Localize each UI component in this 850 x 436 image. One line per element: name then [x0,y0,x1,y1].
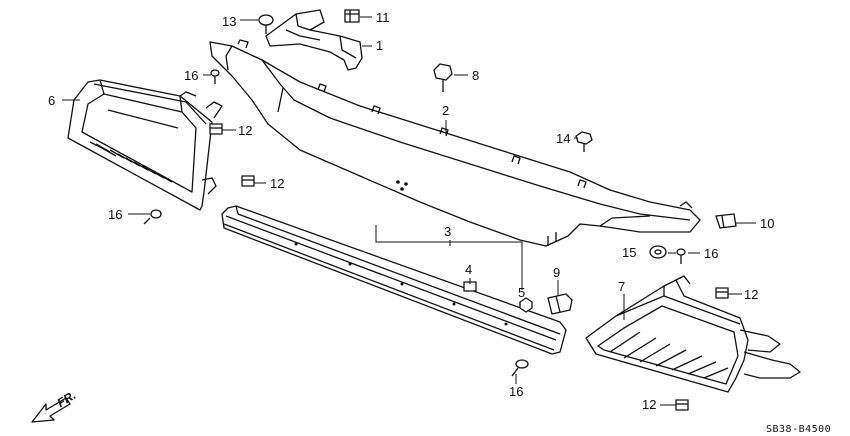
screw-13 [258,14,274,34]
clip-12c [715,287,729,299]
callout-16-d: 16 [509,384,524,399]
callout-12-c: 12 [744,287,759,302]
screw-16a [210,69,220,84]
callout-11: 11 [376,10,390,25]
callout-5: 5 [518,285,526,300]
left-headlight-frame [67,79,223,211]
clip-12b [241,175,255,187]
screw-16b [143,209,162,225]
bolt-14 [575,131,593,152]
grille-panel [209,39,701,247]
emblem-bracket [265,9,363,71]
clip-12a [209,123,223,135]
callout-7: 7 [618,279,626,294]
callout-9: 9 [553,265,561,280]
lower-molding [221,205,567,355]
bracket-9 [547,293,573,315]
front-direction-arrow [31,397,71,423]
callout-3: 3 [444,224,452,239]
screw-16d [511,359,529,377]
bolt-8 [433,63,453,92]
clip-11 [344,9,360,23]
leader-lines [62,16,756,406]
callout-16-c: 16 [704,246,719,261]
callout-15: 15 [622,245,637,260]
callout-2: 2 [442,103,450,118]
right-headlight-frame [585,275,801,393]
callout-1: 1 [376,38,384,53]
callout-4: 4 [465,262,473,277]
callout-16-a: 16 [184,68,199,83]
callout-6: 6 [48,93,56,108]
callout-16-b: 16 [108,207,123,222]
callout-13: 13 [222,14,237,29]
callout-14: 14 [556,131,571,146]
clip-12d [675,399,689,411]
callout-10: 10 [760,216,775,231]
grommet-15 [649,245,667,259]
clip-10 [715,213,737,229]
nut-5 [519,297,533,313]
callout-12-a: 12 [238,123,253,138]
drawing-code: SB38-B4500 [766,424,832,435]
callout-12-d: 12 [642,397,657,412]
callout-8: 8 [472,68,480,83]
callout-12-b: 12 [270,176,285,191]
screw-16c [676,248,686,264]
